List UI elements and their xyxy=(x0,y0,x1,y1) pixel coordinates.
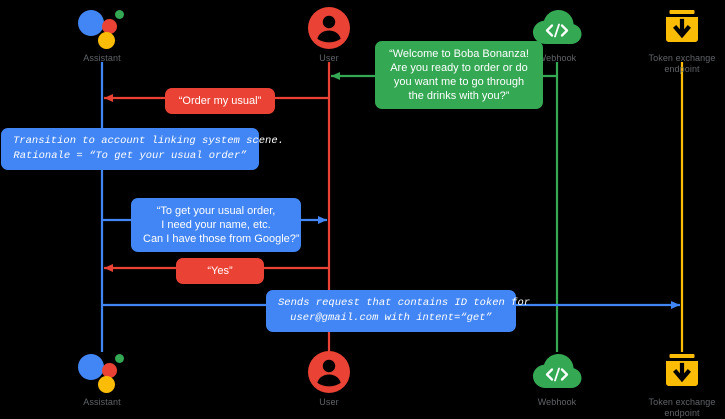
message-need-your-name[interactable]: “To get your usual order, I need your na… xyxy=(131,198,301,252)
message-sends-request[interactable]: Sends request that contains ID token for… xyxy=(266,290,530,332)
actor-assistant-top[interactable]: Assistant xyxy=(42,6,162,64)
download-box-icon xyxy=(658,6,706,50)
actor-label-webhook: Webhook xyxy=(537,397,577,407)
google-assistant-icon xyxy=(78,350,126,394)
actor-label-assistant: Assistant xyxy=(83,397,121,407)
actor-label-assistant: Assistant xyxy=(83,53,121,63)
actor-assistant-bottom[interactable]: Assistant xyxy=(42,350,162,408)
actor-label-webhook: Webhook xyxy=(537,53,577,63)
message-transition-note[interactable]: Transition to account linking system sce… xyxy=(1,128,284,170)
message-welcome[interactable]: “Welcome to Boba Bonanza! Are you ready … xyxy=(375,41,543,109)
actor-user-bottom[interactable]: User xyxy=(269,350,389,408)
user-avatar-icon xyxy=(305,6,353,50)
download-box-icon xyxy=(658,350,706,394)
actor-token-endpoint-top[interactable]: Token exchange endpoint xyxy=(622,6,725,75)
actor-label-token-endpoint: Token exchange endpoint xyxy=(648,397,716,418)
google-assistant-icon xyxy=(78,6,126,50)
actor-webhook-top[interactable]: Webhook xyxy=(497,6,617,64)
user-avatar-icon xyxy=(305,350,353,394)
cloud-code-icon xyxy=(531,6,583,50)
cloud-code-icon xyxy=(531,350,583,394)
actor-token-endpoint-bottom[interactable]: Token exchange endpoint xyxy=(622,350,725,419)
message-yes[interactable]: “Yes” xyxy=(176,258,264,284)
actor-webhook-bottom[interactable]: Webhook xyxy=(497,350,617,408)
message-order-my-usual[interactable]: “Order my usual” xyxy=(165,88,275,114)
actor-user-top[interactable]: User xyxy=(269,6,389,64)
actor-label-user: User xyxy=(319,397,339,407)
actor-label-user: User xyxy=(319,53,339,63)
actor-label-token-endpoint: Token exchange endpoint xyxy=(648,53,716,74)
